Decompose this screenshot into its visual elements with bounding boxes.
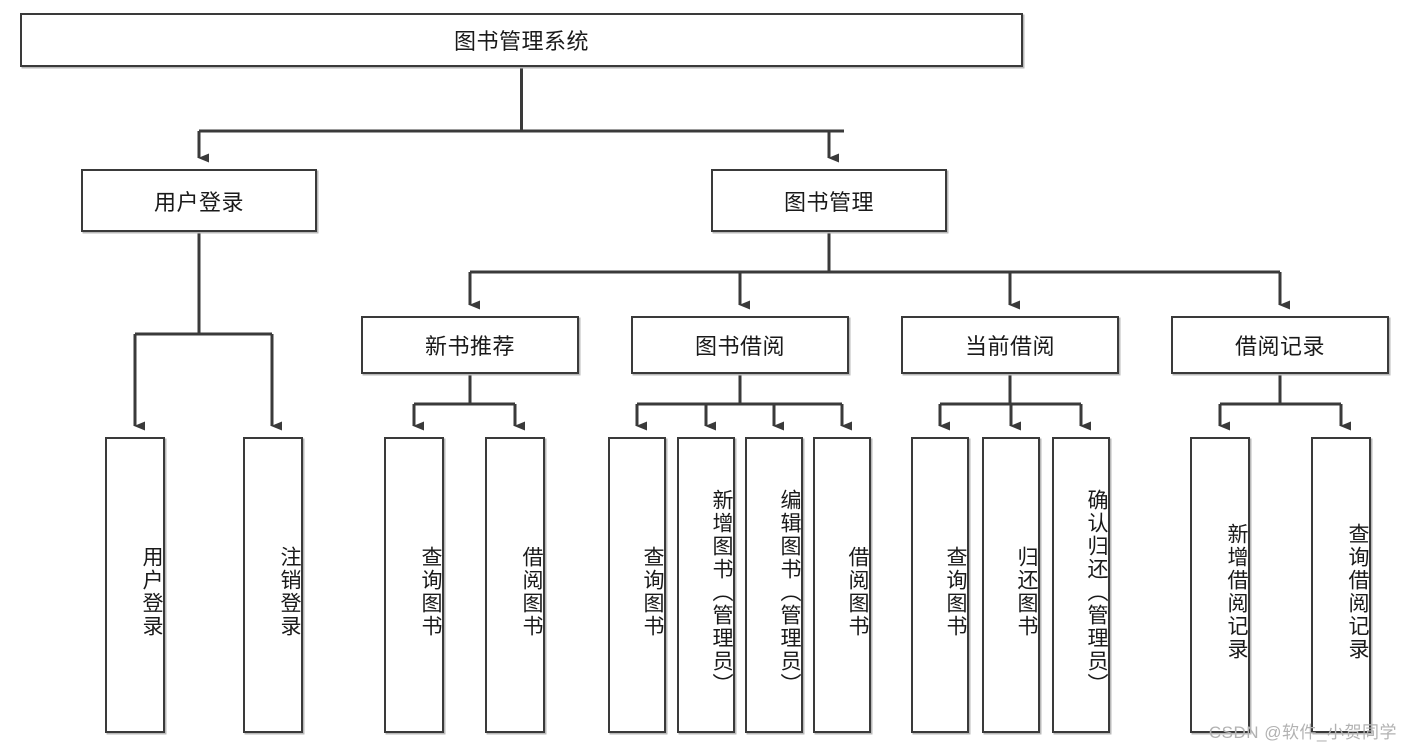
node-borrow-record[interactable]: 借阅记录	[1171, 316, 1389, 374]
node-title-label: 图书管理系统	[453, 29, 589, 54]
node-leaf-add-book-label: 新增图书（管理员）	[710, 488, 733, 696]
node-leaf-add-book[interactable]: 新增图书（管理员）	[677, 437, 735, 733]
node-user-login[interactable]: 用户登录	[81, 169, 317, 232]
node-title[interactable]: 图书管理系统	[20, 13, 1023, 67]
node-book-borrow[interactable]: 图书借阅	[631, 316, 849, 374]
node-leaf-borrow-book-1[interactable]: 借阅图书	[485, 437, 545, 733]
node-leaf-logout-label: 注销登录	[278, 546, 301, 638]
node-book-borrow-label: 图书借阅	[694, 334, 785, 359]
node-leaf-query-book-3[interactable]: 查询图书	[911, 437, 969, 733]
node-leaf-borrow-book-2[interactable]: 借阅图书	[813, 437, 871, 733]
node-leaf-query-book-2-label: 查询图书	[641, 546, 664, 638]
node-leaf-query-book-1-label: 查询图书	[419, 546, 442, 638]
node-leaf-user-login-label: 用户登录	[140, 546, 163, 638]
node-leaf-confirm-return-label: 确认归还（管理员）	[1085, 488, 1108, 696]
node-leaf-add-record[interactable]: 新增借阅记录	[1190, 437, 1250, 733]
node-leaf-user-login[interactable]: 用户登录	[105, 437, 165, 733]
node-leaf-return-book[interactable]: 归还图书	[982, 437, 1040, 733]
node-leaf-edit-book-label: 编辑图书（管理员）	[778, 488, 801, 696]
node-leaf-query-book-3-label: 查询图书	[944, 546, 967, 638]
node-leaf-borrow-book-2-label: 借阅图书	[846, 546, 869, 638]
node-borrow-record-label: 借阅记录	[1234, 334, 1325, 359]
node-current-borrow-label: 当前借阅	[964, 334, 1055, 359]
node-leaf-query-record-label: 查询借阅记录	[1346, 523, 1369, 661]
node-user-login-label: 用户登录	[153, 189, 244, 215]
watermark-text: CSDN @软件_小贺同学	[1208, 723, 1397, 742]
node-leaf-confirm-return[interactable]: 确认归还（管理员）	[1052, 437, 1110, 733]
node-new-book-rec-label: 新书推荐	[424, 334, 515, 359]
node-leaf-query-book-2[interactable]: 查询图书	[608, 437, 666, 733]
node-leaf-add-record-label: 新增借阅记录	[1225, 523, 1248, 661]
node-leaf-query-record[interactable]: 查询借阅记录	[1311, 437, 1371, 733]
node-leaf-borrow-book-1-label: 借阅图书	[520, 546, 543, 638]
node-leaf-logout[interactable]: 注销登录	[243, 437, 303, 733]
node-current-borrow[interactable]: 当前借阅	[901, 316, 1119, 374]
node-book-manage-label: 图书管理	[783, 189, 874, 215]
node-book-manage[interactable]: 图书管理	[711, 169, 947, 232]
node-leaf-query-book-1[interactable]: 查询图书	[384, 437, 444, 733]
node-new-book-rec[interactable]: 新书推荐	[361, 316, 579, 374]
node-leaf-edit-book[interactable]: 编辑图书（管理员）	[745, 437, 803, 733]
node-leaf-return-book-label: 归还图书	[1015, 546, 1038, 638]
